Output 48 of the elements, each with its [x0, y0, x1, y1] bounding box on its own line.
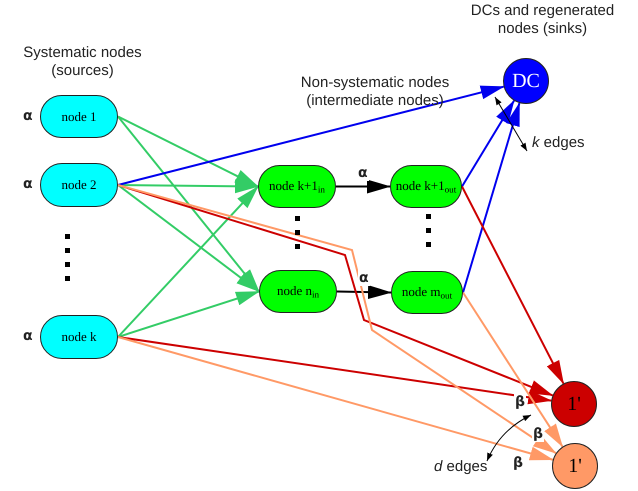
arrow	[118, 184, 557, 454]
arrow	[336, 180, 391, 194]
circle-node	[551, 381, 597, 427]
rounded-node	[40, 315, 118, 359]
edge-label: β	[512, 455, 524, 471]
annotation-text: d edges	[434, 458, 488, 476]
edge-label: β	[514, 394, 526, 410]
annotation-text: DCs and regenerated nodes (sinks)	[470, 2, 615, 38]
arrow	[118, 290, 260, 338]
rounded-node	[259, 270, 337, 313]
annotation-text: k edges	[532, 134, 585, 152]
arrow	[118, 336, 554, 461]
annotation-text: Systematic nodes (sources)	[22, 44, 143, 80]
arrow	[461, 100, 515, 188]
node-label: node 2	[61, 177, 97, 193]
node-label: 1'	[568, 454, 582, 478]
arrow	[461, 186, 564, 384]
weight-label: α	[23, 177, 33, 191]
node-label: node k	[61, 329, 97, 345]
arrow	[117, 116, 260, 292]
weight-label: α	[23, 108, 33, 122]
node-label: DC	[512, 70, 540, 92]
node-label: node n$_{in}$	[276, 283, 320, 300]
node-label: node k+1$_{in}$	[269, 178, 325, 195]
edge-label: β	[532, 426, 544, 442]
rounded-node	[258, 165, 336, 208]
arrow	[117, 184, 260, 292]
rounded-node	[40, 163, 118, 207]
node-label: node 1	[61, 108, 97, 124]
rounded-node	[391, 271, 463, 314]
arrow	[462, 102, 520, 293]
node-label: node k+1$_{out}$	[396, 178, 456, 195]
arrow	[118, 116, 259, 188]
weight-label: α	[23, 329, 33, 343]
node-label: 1'	[567, 392, 581, 416]
arrow	[462, 292, 564, 448]
arrow	[118, 336, 552, 404]
arrow	[118, 86, 505, 186]
circle-node	[503, 58, 549, 104]
rounded-node	[390, 165, 462, 208]
arrow	[117, 186, 259, 338]
arrow	[336, 285, 392, 300]
rounded-node	[40, 95, 118, 138]
circle-node	[552, 443, 598, 489]
arrow	[118, 184, 554, 396]
edge-label: α	[358, 270, 370, 286]
node-label: node m$_{out}$	[402, 284, 452, 301]
annotation-text: Non-systematic nodes (intermediate nodes)	[300, 74, 450, 110]
